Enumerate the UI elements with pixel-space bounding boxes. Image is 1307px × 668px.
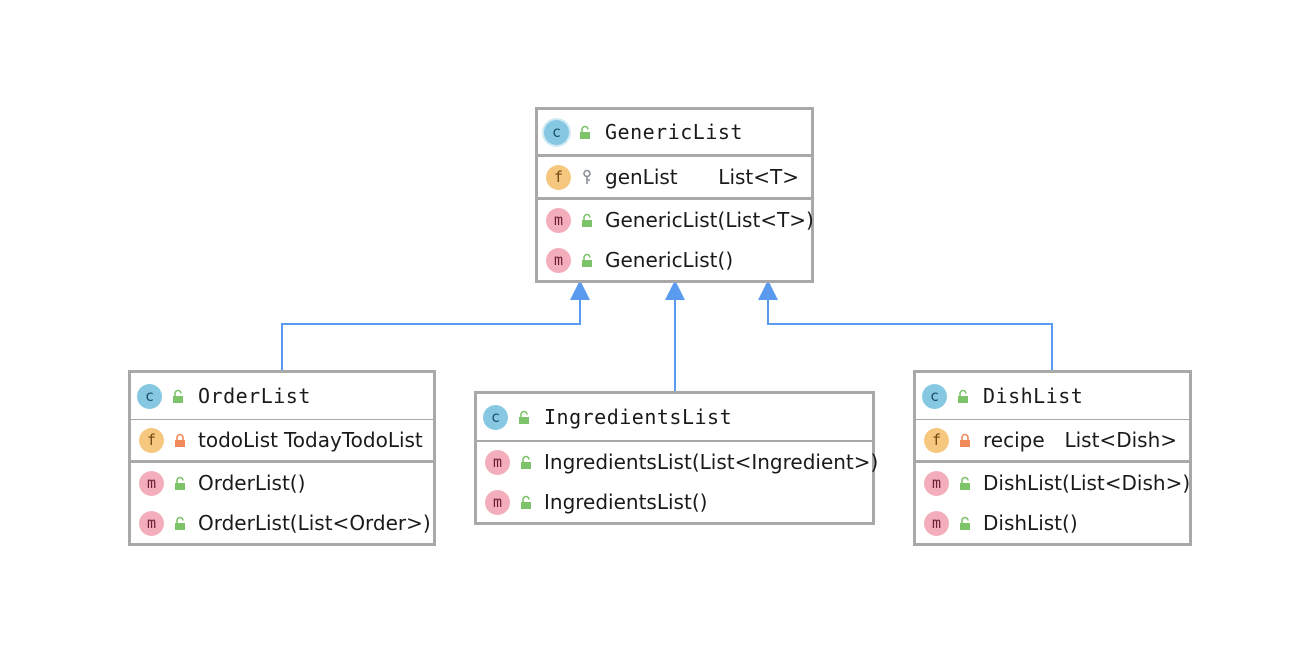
method-row[interactable]: m IngredientsList() bbox=[477, 482, 872, 522]
private-lock-icon bbox=[172, 432, 188, 448]
class-genericlist[interactable]: c GenericList f genList List<T> m bbox=[535, 107, 814, 283]
edge-orderlist-to-genericlist bbox=[281, 300, 581, 372]
field-icon: f bbox=[924, 427, 949, 453]
method-row[interactable]: m DishList(List<Dish>) bbox=[916, 463, 1191, 503]
field-type: List<T> bbox=[718, 165, 799, 189]
method-name: OrderList() bbox=[198, 471, 306, 495]
field-icon: f bbox=[546, 164, 571, 190]
public-lock-icon bbox=[957, 475, 973, 491]
method-row[interactable]: m GenericList(List<T>) bbox=[538, 200, 814, 240]
class-name: IngredientsList bbox=[544, 405, 733, 429]
method-name: IngredientsList(List<Ingredient>) bbox=[544, 450, 879, 474]
fields-section: f genList List<T> bbox=[538, 157, 811, 200]
method-name: IngredientsList() bbox=[544, 490, 708, 514]
field-row[interactable]: f todoList TodayTodoList bbox=[131, 420, 433, 460]
class-header: c OrderList bbox=[131, 373, 433, 420]
class-name: OrderList bbox=[198, 384, 311, 408]
class-ingredientslist[interactable]: c IngredientsList m IngredientsList(List… bbox=[474, 391, 878, 525]
field-type: List<Dish> bbox=[1064, 428, 1177, 452]
class-name: GenericList bbox=[605, 120, 743, 144]
public-lock-icon bbox=[170, 388, 186, 404]
method-icon: m bbox=[546, 247, 571, 273]
method-icon: m bbox=[139, 470, 164, 496]
edge-dishlist-to-genericlist bbox=[767, 300, 1053, 372]
method-name: DishList(List<Dish>) bbox=[983, 471, 1191, 495]
method-row[interactable]: m OrderList() bbox=[131, 463, 433, 503]
field-name: recipe bbox=[983, 428, 1045, 452]
method-name: GenericList(List<T>) bbox=[605, 208, 814, 232]
class-name: DishList bbox=[983, 384, 1084, 408]
class-icon: c bbox=[544, 119, 569, 145]
methods-section: m DishList(List<Dish>) m DishList() bbox=[916, 463, 1191, 543]
class-orderlist[interactable]: c OrderList f todoList TodayTodoList m bbox=[128, 370, 436, 546]
public-lock-icon bbox=[955, 388, 971, 404]
method-icon: m bbox=[924, 470, 949, 496]
public-lock-icon bbox=[577, 124, 593, 140]
public-lock-icon bbox=[957, 515, 973, 531]
fields-section: f todoList TodayTodoList bbox=[131, 420, 433, 463]
method-row[interactable]: m OrderList(List<Order>) bbox=[131, 503, 433, 543]
method-name: OrderList(List<Order>) bbox=[198, 511, 431, 535]
fields-section: f recipe List<Dish> bbox=[916, 420, 1189, 463]
methods-section: m GenericList(List<T>) m GenericList() bbox=[538, 200, 814, 280]
class-icon: c bbox=[922, 383, 947, 409]
public-lock-icon bbox=[518, 494, 534, 510]
method-icon: m bbox=[924, 510, 949, 536]
method-icon: m bbox=[485, 489, 510, 515]
public-lock-icon bbox=[172, 475, 188, 491]
method-name: DishList() bbox=[983, 511, 1078, 535]
class-dishlist[interactable]: c DishList f recipe List<Dish> m bbox=[913, 370, 1192, 546]
inheritance-arrowhead bbox=[758, 280, 778, 300]
class-icon: c bbox=[137, 383, 162, 409]
method-icon: m bbox=[139, 510, 164, 536]
inheritance-arrowhead bbox=[570, 280, 590, 300]
public-lock-icon bbox=[516, 409, 532, 425]
method-row[interactable]: m DishList() bbox=[916, 503, 1189, 543]
public-lock-icon bbox=[518, 454, 534, 470]
field-name: genList bbox=[605, 165, 678, 189]
methods-section: m OrderList() m OrderList(List<Order>) bbox=[131, 463, 433, 543]
field-row[interactable]: f recipe List<Dish> bbox=[916, 420, 1189, 460]
method-name: GenericList() bbox=[605, 248, 734, 272]
class-icon: c bbox=[483, 404, 508, 430]
method-row[interactable]: m IngredientsList(List<Ingredient>) bbox=[477, 442, 878, 482]
methods-section: m IngredientsList(List<Ingredient>) m In… bbox=[477, 441, 878, 522]
public-lock-icon bbox=[579, 252, 595, 268]
method-icon: m bbox=[485, 449, 510, 475]
class-header: c GenericList bbox=[538, 110, 811, 157]
public-lock-icon bbox=[579, 212, 595, 228]
class-header: c DishList bbox=[916, 373, 1189, 420]
private-lock-icon bbox=[957, 432, 973, 448]
field-name: todoList bbox=[198, 428, 278, 452]
field-icon: f bbox=[139, 427, 164, 453]
field-row[interactable]: f genList List<T> bbox=[538, 157, 811, 197]
public-lock-icon bbox=[172, 515, 188, 531]
class-header: c IngredientsList bbox=[477, 394, 872, 441]
package-key-icon bbox=[579, 169, 595, 185]
method-icon: m bbox=[546, 207, 571, 233]
field-type: TodayTodoList bbox=[283, 428, 423, 452]
inheritance-arrowhead bbox=[665, 280, 685, 300]
method-row[interactable]: m GenericList() bbox=[538, 240, 811, 280]
